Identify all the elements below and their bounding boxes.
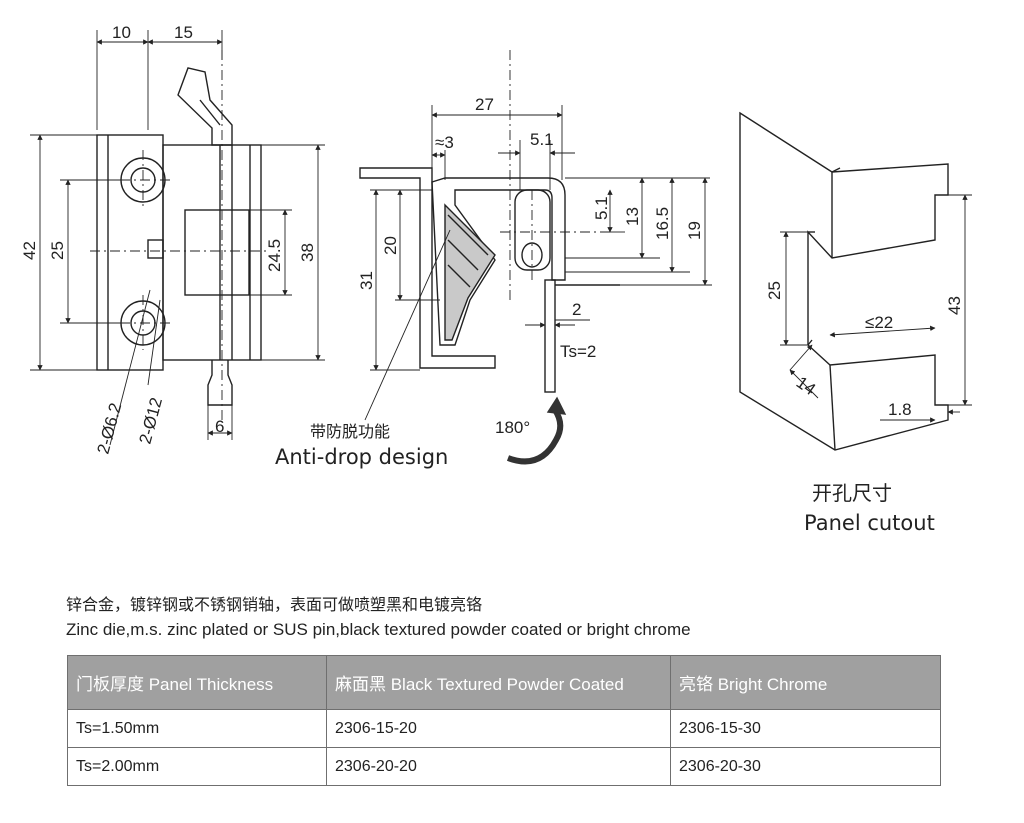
header-bright-chrome: 亮铬 Bright Chrome (670, 655, 941, 710)
dim-5-1-vertical: 5.1 (592, 196, 611, 220)
cell-chrome-part-no: 2306-20-30 (670, 747, 941, 786)
material-description-en: Zinc die,m.s. zinc plated or SUS pin,bla… (66, 620, 691, 639)
cell-black-part-no: 2306-20-20 (326, 747, 671, 786)
dim-25: 25 (48, 241, 67, 260)
dim-16-5: 16.5 (653, 207, 672, 240)
cell-thickness: Ts=2.00mm (67, 747, 327, 786)
anti-drop-label-cn: 带防脱功能 (310, 422, 390, 441)
dim-2: 2 (572, 300, 581, 319)
header-black-textured: 麻面黑 Black Textured Powder Coated (326, 655, 671, 710)
dim-38: 38 (298, 243, 317, 262)
cell-black-part-no: 2306-15-20 (326, 709, 671, 748)
cutout-view (739, 111, 972, 451)
rotation-label: 180° (495, 418, 530, 437)
dim-ts-2: Ts=2 (560, 342, 596, 361)
dim-2-phi-12: 2-Ø12 (136, 395, 167, 446)
dim-approx-3: ≈3 (435, 133, 454, 152)
dim-5-1-horizontal: 5.1 (530, 130, 554, 149)
front-view-labels: 10 15 42 25 24.5 38 2-Ø6.2 2-Ø12 6 (20, 23, 317, 456)
front-view (30, 30, 325, 446)
dim-15: 15 (174, 23, 193, 42)
dim-2-phi-6-2: 2-Ø6.2 (94, 401, 126, 456)
dim-le-22: ≤22 (865, 313, 893, 332)
table-row: Ts=2.00mm 2306-20-20 2306-20-30 (67, 747, 941, 786)
dim-43: 43 (945, 296, 964, 315)
dim-6: 6 (215, 417, 224, 436)
dim-1-8: 1.8 (888, 400, 912, 419)
dim-31: 31 (357, 271, 376, 290)
cutout-caption-en: Panel cutout (804, 511, 935, 535)
dim-42: 42 (20, 241, 39, 260)
header-panel-thickness: 门板厚度 Panel Thickness (67, 655, 327, 710)
dim-25-cutout: 25 (765, 281, 784, 300)
dim-24-5: 24.5 (265, 239, 284, 272)
dim-20: 20 (381, 236, 400, 255)
cell-thickness: Ts=1.50mm (67, 709, 327, 748)
dim-10: 10 (112, 23, 131, 42)
technical-drawing: 10 15 42 25 24.5 38 2-Ø6.2 2-Ø12 6 (20, 23, 972, 535)
cutout-view-labels: 25 ≤22 43 14 1.8 开孔尺寸 Panel cutout (765, 281, 964, 535)
table-row: Ts=1.50mm 2306-15-20 2306-15-30 (67, 709, 941, 748)
dim-13: 13 (623, 207, 642, 226)
cell-chrome-part-no: 2306-15-30 (670, 709, 941, 748)
part-number-table: 门板厚度 Panel Thickness 麻面黑 Black Textured … (67, 655, 941, 786)
material-description-cn: 锌合金，镀锌钢或不锈钢销轴，表面可做喷塑黑和电镀亮铬 (66, 595, 483, 614)
anti-drop-label-en: Anti-drop design (275, 445, 448, 469)
side-view-labels: 27 ≈3 5.1 5.1 13 16.5 19 31 20 2 Ts=2 带防… (275, 95, 704, 469)
dim-19: 19 (685, 221, 704, 240)
dim-27: 27 (475, 95, 494, 114)
table-header-row: 门板厚度 Panel Thickness 麻面黑 Black Textured … (67, 655, 941, 710)
side-view (359, 50, 712, 465)
cutout-caption-cn: 开孔尺寸 (812, 481, 892, 505)
